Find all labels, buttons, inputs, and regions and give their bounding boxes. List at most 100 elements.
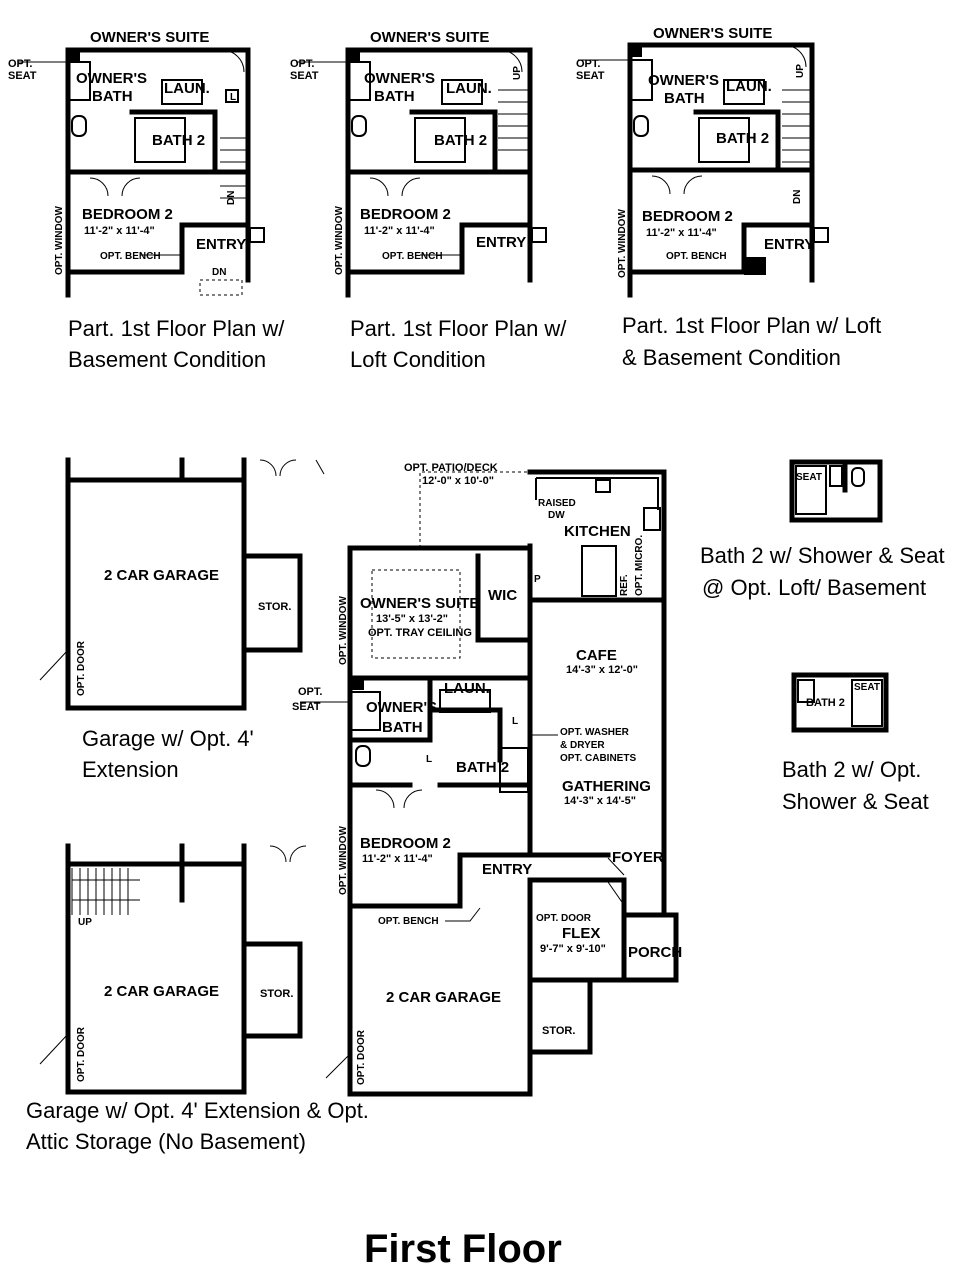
main-stor: STOR. (542, 1025, 575, 1037)
main-kitchen: KITCHEN (564, 523, 631, 540)
main-cafe: CAFE (576, 647, 617, 664)
main-entry: ENTRY (482, 861, 532, 878)
alt2-up: UP (512, 66, 523, 80)
alt1-entry: ENTRY (196, 236, 246, 253)
garage-attic-caption-1: Garage w/ Opt. 4' Extension & Opt. (26, 1098, 369, 1123)
alt3-owners-bath: OWNER'S (648, 72, 719, 89)
alt3-owners-bath-2: BATH (664, 90, 705, 107)
alt1-owners-bath: OWNER'S (76, 70, 147, 87)
alt3-bedroom2-dim: 11'-2" x 11'-4" (646, 227, 717, 239)
partial-plan-loft-basement (578, 42, 829, 298)
alt1-owners-suite: OWNER'S SUITE (90, 29, 209, 46)
main-ref: REF. (619, 574, 630, 596)
alt3-caption-1: Part. 1st Floor Plan w/ Loft (622, 313, 881, 338)
alt1-opt-bench: OPT. BENCH (100, 251, 161, 262)
main-l-1: L (512, 716, 518, 727)
main-patio: OPT. PATIO/DECK (404, 462, 498, 474)
bath-os-caption-2: Shower & Seat (782, 789, 929, 814)
alt2-entry: ENTRY (476, 234, 526, 251)
main-p: P (534, 574, 541, 585)
main-owners-bath-1: OWNER'S (366, 699, 437, 716)
alt2-opt-seat-1: OPT. (290, 58, 314, 70)
alt2-opt-bench: OPT. BENCH (382, 251, 443, 262)
main-opt-door-garage: OPT. DOOR (356, 1029, 367, 1085)
alt1-opt-seat-1: OPT. (8, 58, 32, 70)
main-flex: FLEX (562, 925, 600, 942)
garage-ext-caption-1: Garage w/ Opt. 4' (82, 726, 254, 751)
bath-shower-seat-plan (789, 459, 883, 523)
garage-extension-plan (39, 457, 325, 711)
main-tray: OPT. TRAY CEILING (368, 627, 472, 639)
main-owners-suite: OWNER'S SUITE (360, 595, 479, 612)
bath-os-seat: SEAT (854, 682, 880, 693)
alt1-l: L (230, 92, 236, 103)
main-opt-seat-2: SEAT (292, 701, 321, 713)
alt1-opt-window: OPT. WINDOW (54, 206, 65, 275)
main-laun: LAUN. (444, 680, 490, 697)
bath-os-bath2: BATH 2 (806, 697, 845, 709)
main-gathering: GATHERING (562, 778, 651, 795)
main-raised: RAISED (538, 498, 576, 509)
alt3-caption-2: & Basement Condition (622, 345, 841, 370)
alt2-owners-bath-2: BATH (374, 88, 415, 105)
bench-leader-line (445, 907, 481, 922)
garage-attic-caption-2: Attic Storage (No Basement) (26, 1129, 306, 1154)
alt3-up: UP (795, 64, 806, 78)
main-washer-2: & DRYER (560, 740, 605, 751)
main-opt-seat-1: OPT. (298, 686, 322, 698)
main-flex-dim: 9'-7" x 9'-10" (540, 943, 606, 955)
garage-attic-up: UP (78, 917, 92, 928)
garage-ext-opt-door: OPT. DOOR (76, 640, 87, 696)
main-owners-suite-dim: 13'-5" x 13'-2" (376, 613, 448, 625)
alt1-caption-1: Part. 1st Floor Plan w/ (68, 316, 285, 341)
alt3-laun: LAUN. (726, 78, 772, 95)
partial-plan-loft (296, 47, 547, 298)
main-gathering-dim: 14'-3" x 14'-5" (564, 795, 636, 807)
main-patio-dim: 12'-0" x 10'-0" (422, 475, 494, 487)
alt2-bedroom2-dim: 11'-2" x 11'-4" (364, 225, 435, 237)
alt2-owners-bath: OWNER'S (364, 70, 435, 87)
main-opt-window-bed: OPT. WINDOW (338, 826, 349, 895)
main-bedroom2: BEDROOM 2 (360, 835, 451, 852)
main-cafe-dim: 14'-3" x 12'-0" (566, 664, 638, 676)
main-l-2: L (426, 754, 432, 765)
garage-ext-stor: STOR. (258, 601, 291, 613)
alt2-opt-seat-2: SEAT (290, 70, 319, 82)
partial-plan-basement (18, 47, 265, 298)
alt2-bedroom2: BEDROOM 2 (360, 206, 451, 223)
alt1-dn-2: DN (212, 267, 226, 278)
alt2-laun: LAUN. (446, 80, 492, 97)
alt3-opt-seat-2: SEAT (576, 70, 605, 82)
main-opt-door-flex: OPT. DOOR (536, 913, 592, 924)
bath-ss-caption-1: Bath 2 w/ Shower & Seat (700, 543, 945, 568)
alt1-caption-2: Basement Condition (68, 347, 266, 372)
alt1-bedroom2-dim: 11'-2" x 11'-4" (84, 225, 155, 237)
garage-attic-plan (39, 843, 307, 1095)
main-washer-3: OPT. CABINETS (560, 753, 636, 764)
alt2-caption-1: Part. 1st Floor Plan w/ (350, 316, 567, 341)
alt1-bath2: BATH 2 (152, 132, 205, 149)
alt2-bath2: BATH 2 (434, 132, 487, 149)
alt2-opt-window: OPT. WINDOW (334, 206, 345, 275)
main-opt-micro: OPT. MICRO. (634, 535, 645, 596)
alt3-opt-window: OPT. WINDOW (617, 209, 628, 278)
garage-attic-opt-door: OPT. DOOR (76, 1026, 87, 1082)
alt1-opt-seat-2: SEAT (8, 70, 37, 82)
bath-ss-caption-2: @ Opt. Loft/ Basement (702, 575, 926, 600)
garage-attic-room: 2 CAR GARAGE (104, 983, 219, 1000)
alt3-bath2: BATH 2 (716, 130, 769, 147)
alt1-bedroom2: BEDROOM 2 (82, 206, 173, 223)
main-foyer: FOYER (612, 849, 664, 866)
alt3-owners-suite: OWNER'S SUITE (653, 25, 772, 42)
main-opt-bench: OPT. BENCH (378, 916, 439, 927)
bath-os-caption-1: Bath 2 w/ Opt. (782, 757, 921, 782)
main-floor-plan (300, 469, 679, 1097)
main-opt-window-top: OPT. WINDOW (338, 596, 349, 665)
main-washer-1: OPT. WASHER (560, 727, 630, 738)
garage-ext-caption-2: Extension (82, 757, 179, 782)
main-owners-bath-2: BATH (382, 719, 423, 736)
alt2-owners-suite: OWNER'S SUITE (370, 29, 489, 46)
alt3-entry: ENTRY (764, 236, 814, 253)
alt3-dn: DN (792, 190, 803, 204)
